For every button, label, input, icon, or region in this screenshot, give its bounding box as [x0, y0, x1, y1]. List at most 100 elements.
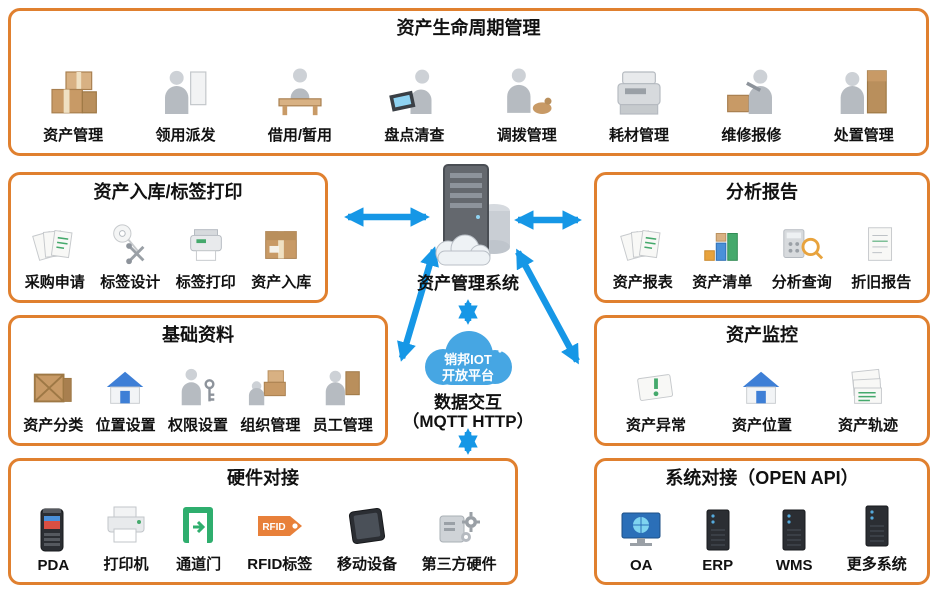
hardware-items: PDA 打印机 [11, 488, 515, 582]
item-more-systems: 更多系统 [847, 500, 907, 574]
item-label: 调拨管理 [496, 127, 557, 144]
basic-section: 基础资料 资产分类 [8, 315, 388, 446]
intake-title: 资产入库/标签打印 [93, 182, 243, 202]
item-borrow-temp: 借用/暂用 [268, 63, 332, 145]
item-org-management: 组织管理 [240, 363, 300, 435]
gears-box-icon [435, 500, 483, 550]
cloud-text-line1: 销邦IOT [444, 352, 492, 367]
item-channel-gate: 通道门 [175, 500, 223, 574]
item-label: 资产报表 [612, 274, 673, 291]
item-asset-abnormal: 资产异常 [626, 363, 686, 435]
item-permission-setting: 权限设置 [168, 363, 228, 435]
analysis-items: 资产报表 资产清单 [597, 202, 927, 300]
item-label: 处置管理 [833, 127, 894, 144]
item-label: 打印机 [103, 556, 149, 573]
person-key-icon [175, 363, 221, 411]
item-location-setting: 位置设置 [96, 363, 156, 435]
item-transfer-management: 调拨管理 [497, 63, 557, 145]
basic-title: 基础资料 [162, 325, 234, 345]
item-depreciation-report: 折旧报告 [851, 220, 911, 292]
printer-icon [102, 500, 150, 550]
calculator-magnifier-icon [779, 220, 825, 268]
item-label: WMS [775, 557, 813, 574]
document-icon [858, 220, 904, 268]
item-erp: ERP [694, 504, 742, 574]
system-section: 系统对接（OPEN API） OA [594, 458, 930, 585]
monitor-title: 资产监控 [726, 325, 798, 345]
crate-icon [30, 363, 76, 411]
person-badge-icon [320, 363, 366, 411]
item-label: RFID标签 [247, 556, 313, 573]
person-cart-icon [499, 63, 555, 121]
system-items: OA ERP [597, 488, 927, 582]
tag-scissors-icon [107, 220, 153, 268]
item-label-print: 标签打印 [176, 220, 236, 292]
item-label: 维修报修 [721, 127, 782, 144]
lifecycle-section: 资产生命周期管理 资产管理 [8, 8, 929, 156]
alert-card-icon [633, 363, 679, 411]
hardware-title: 硬件对接 [227, 468, 299, 488]
item-issue-dispatch: 领用派发 [156, 63, 216, 145]
item-label: 员工管理 [312, 417, 373, 434]
item-disposal-management: 处置管理 [834, 63, 894, 145]
item-label: 折旧报告 [851, 274, 912, 291]
item-printer: 打印机 [102, 500, 150, 574]
item-label: 领用派发 [155, 127, 216, 144]
item-label: 资产异常 [625, 417, 686, 434]
tablet-icon [343, 500, 391, 550]
house-icon [739, 363, 785, 411]
item-label: 移动设备 [336, 556, 397, 573]
cubes-chart-icon [699, 220, 745, 268]
item-label: 采购申请 [24, 274, 85, 291]
analysis-section: 分析报告 资产报表 [594, 172, 930, 303]
papers-stack-icon [845, 363, 891, 411]
papers-icon [31, 220, 78, 268]
asset-system-label: 资产管理系统 [417, 274, 519, 293]
item-label: 资产分类 [23, 417, 84, 434]
item-pda: PDA [29, 504, 77, 574]
server-cabinet-icon [770, 504, 818, 554]
signal-icon [498, 336, 508, 349]
system-title: 系统对接（OPEN API） [665, 468, 859, 488]
person-repair-icon [723, 63, 779, 121]
pda-icon [29, 504, 77, 554]
item-asset-management: 资产管理 [43, 63, 103, 145]
server-cabinet-icon [853, 500, 901, 550]
person-board-icon [158, 63, 214, 121]
item-label: 资产管理 [43, 127, 104, 144]
item-asset-report: 资产报表 [613, 220, 673, 292]
item-inventory-check: 盘点清查 [384, 63, 444, 145]
item-label-design: 标签设计 [100, 220, 160, 292]
item-rfid-tag: RFID RFID标签 [247, 500, 312, 574]
box-icon [258, 220, 304, 268]
item-label: 组织管理 [240, 417, 301, 434]
item-label: 借用/暂用 [267, 127, 333, 144]
item-label: 资产清单 [692, 274, 753, 291]
monitor-icon [617, 504, 665, 554]
person-checklist-icon [386, 63, 442, 121]
item-label: 标签打印 [175, 274, 236, 291]
rfid-tag-icon: RFID [254, 500, 306, 550]
item-mobile-device: 移动设备 [337, 500, 397, 574]
item-asset-inbound: 资产入库 [251, 220, 311, 292]
data-exchange-line2: （MQTT HTTP） [402, 412, 534, 431]
item-label: OA [629, 557, 653, 574]
boxes-icon [45, 63, 101, 121]
item-label: 耗材管理 [609, 127, 670, 144]
rfid-icon-text: RFID [262, 522, 285, 533]
label-printer-icon [183, 220, 229, 268]
item-third-party-hardware: 第三方硬件 [422, 500, 497, 574]
item-label: 标签设计 [100, 274, 161, 291]
person-disposal-icon [836, 63, 892, 121]
item-label: 位置设置 [95, 417, 156, 434]
intake-section: 资产入库/标签打印 采购申请 [8, 172, 328, 303]
item-wms: WMS [770, 504, 818, 574]
person-desk-icon [272, 63, 328, 121]
item-label: 盘点清查 [384, 127, 445, 144]
intake-items: 采购申请 标签设计 [11, 202, 325, 300]
item-label: PDA [37, 557, 70, 574]
item-asset-list: 资产清单 [692, 220, 752, 292]
lifecycle-title: 资产生命周期管理 [396, 18, 541, 38]
iot-cloud-icon: 销邦IOT 开放平台 [413, 317, 523, 395]
